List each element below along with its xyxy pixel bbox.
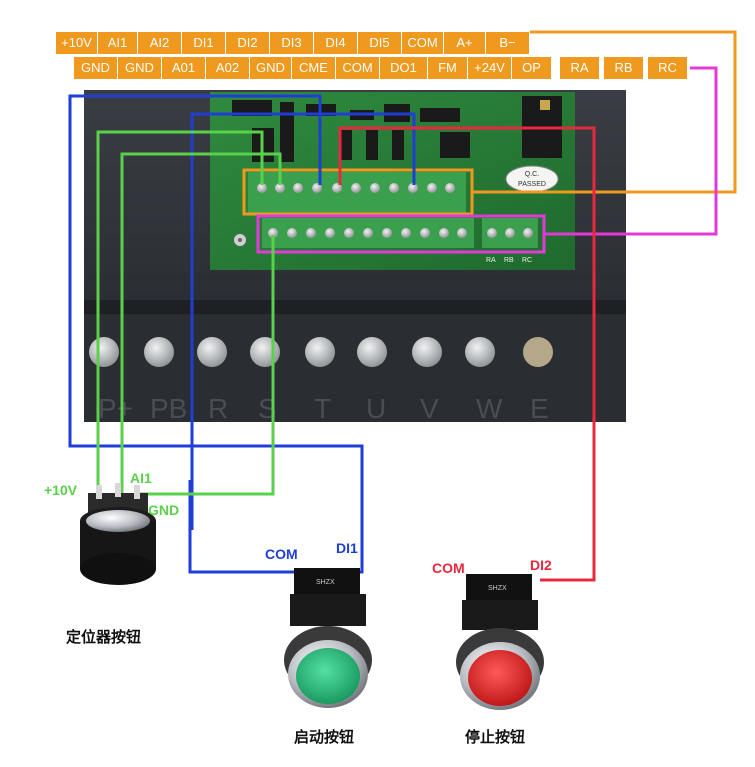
start-button: SHZX bbox=[284, 568, 372, 708]
second-label: GND bbox=[74, 57, 118, 79]
second-label: GND bbox=[250, 57, 292, 79]
second-label: A01 bbox=[162, 57, 206, 79]
start-di1-label: DI1 bbox=[336, 540, 358, 556]
relay-label: RA bbox=[560, 57, 600, 79]
stop-button-caption: 停止按钮 bbox=[465, 728, 526, 746]
blue-wire-di1 bbox=[190, 112, 416, 530]
second-label: +24V bbox=[468, 57, 512, 79]
blue-wire-com bbox=[68, 94, 364, 574]
lower-terminal-screws bbox=[268, 228, 467, 238]
relay-label: RC bbox=[648, 57, 688, 79]
top-label: DI4 bbox=[314, 32, 358, 54]
second-label: CME bbox=[292, 57, 336, 79]
orange-wire bbox=[472, 30, 737, 194]
power-terminal-labels: P+ PB R S T U V W E bbox=[98, 393, 549, 424]
power-terminal-label: E bbox=[530, 393, 549, 424]
power-terminal-label: W bbox=[476, 393, 503, 424]
power-terminal-screws bbox=[89, 337, 553, 367]
start-button-caption: 启动按钮 bbox=[294, 728, 355, 746]
qc-sticker-label: Q.C. bbox=[525, 171, 539, 178]
pot-10v-label: +10V bbox=[44, 482, 78, 498]
power-terminal-label: PB bbox=[150, 393, 187, 424]
top-label: COM bbox=[402, 32, 444, 54]
potentiometer-caption: 定位器按钮 bbox=[66, 628, 142, 646]
second-label: GND bbox=[118, 57, 162, 79]
power-terminal-label: P+ bbox=[98, 393, 133, 424]
top-label: +10V bbox=[56, 32, 98, 54]
green-wire-ai1 bbox=[120, 152, 282, 494]
green-wire-gnd bbox=[140, 235, 275, 496]
relay-label: RB bbox=[604, 57, 644, 79]
start-com-label: COM bbox=[265, 546, 298, 562]
board-relay-label: RC bbox=[522, 257, 532, 264]
upper-terminal-screws bbox=[257, 183, 455, 193]
top-label: DI5 bbox=[358, 32, 402, 54]
button-brand-label: SHZX bbox=[488, 585, 507, 592]
power-terminal-label: R bbox=[208, 393, 228, 424]
green-wire-10v bbox=[96, 130, 264, 496]
second-label: COM bbox=[336, 57, 380, 79]
power-terminal-label: T bbox=[314, 393, 331, 424]
stop-button: SHZX bbox=[456, 574, 544, 710]
second-label: FM bbox=[428, 57, 468, 79]
top-label: AI1 bbox=[98, 32, 138, 54]
top-label: DI2 bbox=[226, 32, 270, 54]
red-wire bbox=[338, 126, 596, 582]
qc-sticker bbox=[505, 165, 559, 193]
magenta-wire bbox=[544, 66, 718, 236]
button-brand-label: SHZX bbox=[316, 579, 335, 586]
top-label: DI3 bbox=[270, 32, 314, 54]
potentiometer bbox=[80, 483, 156, 585]
power-terminal-label: V bbox=[420, 393, 439, 424]
top-label: B− bbox=[486, 32, 530, 54]
qc-sticker-label: PASSED bbox=[518, 181, 546, 188]
upper-terminal-block bbox=[248, 172, 466, 214]
top-label: DI1 bbox=[182, 32, 226, 54]
board-relay-label: RB bbox=[504, 257, 514, 264]
power-terminal-label: U bbox=[366, 393, 386, 424]
stop-di2-label: DI2 bbox=[530, 557, 552, 573]
top-label: AI2 bbox=[138, 32, 182, 54]
board-relay-label: RA bbox=[486, 257, 496, 264]
pot-gnd-label: GND bbox=[148, 502, 180, 518]
second-label: DO1 bbox=[380, 57, 428, 79]
second-label: OP bbox=[512, 57, 552, 79]
top-label: A+ bbox=[444, 32, 486, 54]
stop-com-label: COM bbox=[432, 560, 465, 576]
second-label: A02 bbox=[206, 57, 250, 79]
pot-ai1-label: AI1 bbox=[130, 470, 152, 486]
